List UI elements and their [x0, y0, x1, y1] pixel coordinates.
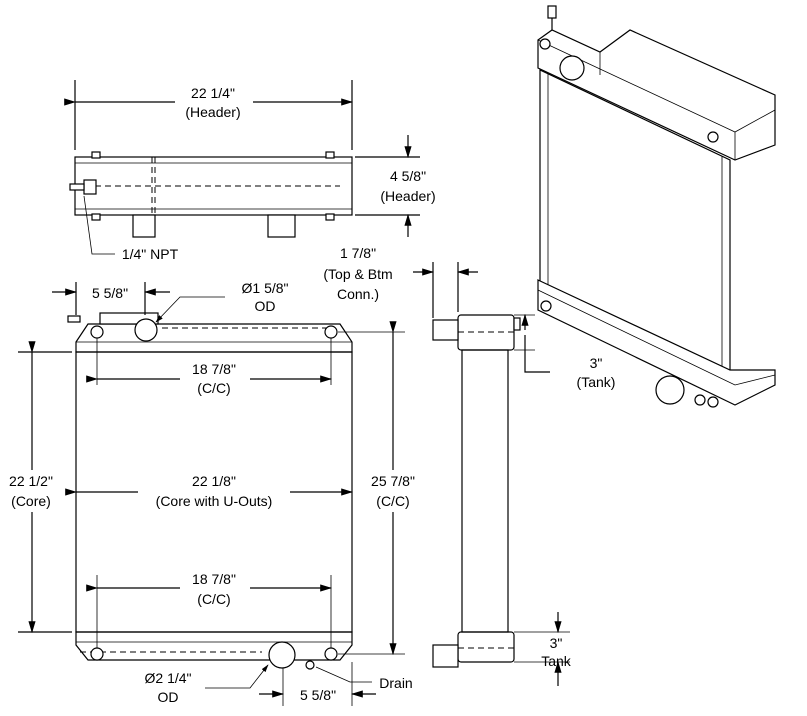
side-view: 1 7/8" (Top & Btm Conn.) 3" (Tank) 3" Ta…: [323, 245, 615, 686]
bottom-tank-label: Tank: [541, 653, 572, 669]
connection-depth-value: 1 7/8": [340, 245, 376, 261]
drain-label: Drain: [379, 675, 412, 691]
vertical-cc-label: (C/C): [376, 493, 409, 509]
bottom-cc-label: (C/C): [197, 591, 230, 607]
header-width-value: 22 1/4": [191, 85, 235, 101]
core-width-value: 22 1/8": [192, 473, 236, 489]
vertical-cc-value: 25 7/8": [371, 473, 415, 489]
core-height-label: (Core): [11, 493, 51, 509]
npt-fitting-label: 1/4" NPT: [122, 246, 179, 262]
isometric-view: [537, 5, 776, 408]
top-tank-value: 3": [590, 355, 603, 371]
core-width-label: (Core with U-Outs): [156, 493, 273, 509]
header-depth-value: 4 5/8": [390, 168, 426, 184]
bottom-tank-value: 3": [550, 635, 563, 651]
header-depth-label: (Header): [380, 188, 435, 204]
core-height-value: 22 1/2": [9, 473, 53, 489]
top-tank-label: (Tank): [577, 374, 616, 390]
connection-depth-label-2: Conn.): [337, 286, 379, 302]
outlet-offset: 5 5/8": [300, 687, 336, 703]
top-view: 22 1/4" (Header) 4 5/8" (Header) 1/4" NP…: [64, 80, 436, 262]
top-cc-label: (C/C): [197, 380, 230, 396]
header-width-label: (Header): [185, 104, 240, 120]
outlet-diameter: Ø2 1/4": [145, 670, 192, 686]
inlet-offset: 5 5/8": [92, 285, 128, 301]
inlet-diameter: Ø1 5/8": [242, 280, 289, 296]
outlet-diameter-label: OD: [158, 689, 179, 705]
top-cc-value: 18 7/8": [192, 361, 236, 377]
bottom-cc-value: 18 7/8": [192, 571, 236, 587]
connection-depth-label-1: (Top & Btm: [323, 266, 392, 282]
front-view: 5 5/8" Ø1 5/8" OD 18 7/8" (C/C) 22 1/2" …: [2, 280, 424, 706]
inlet-diameter-label: OD: [255, 298, 276, 314]
